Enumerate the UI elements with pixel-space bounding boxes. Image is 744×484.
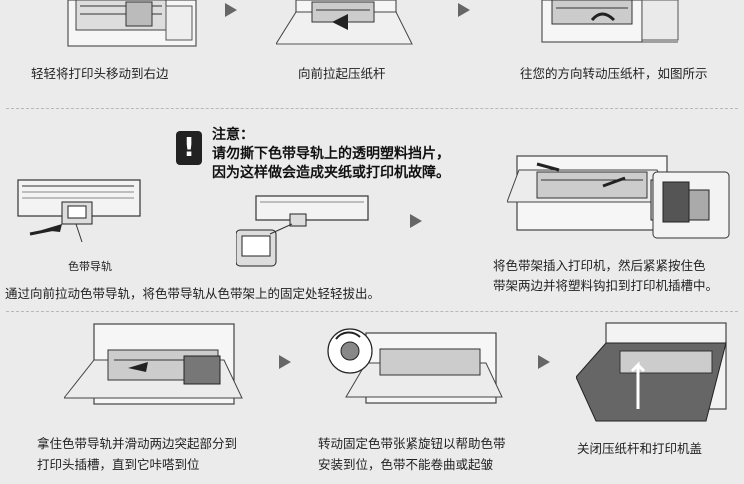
slide-guide-illustration bbox=[64, 320, 244, 424]
step-arrow bbox=[410, 214, 422, 228]
ribbon-guide-detail-illustration bbox=[236, 190, 372, 270]
printer-insert-cartridge-illustration bbox=[507, 146, 737, 250]
ribbon-cartridge-illustration bbox=[14, 172, 144, 246]
insert-cartridge-caption-line1: 将色带架插入打印机，然后紧紧按住色 bbox=[493, 258, 706, 273]
section-divider bbox=[6, 108, 738, 109]
close-cover-caption: 关闭压纸杆和打印机盖 bbox=[577, 441, 703, 456]
tension-knob-caption-line2: 安装到位，色带不能卷曲或起皱 bbox=[318, 457, 494, 472]
printer-illustration-step2 bbox=[276, 0, 416, 56]
step3-caption: 往您的方向转动压纸杆，如图所示 bbox=[520, 66, 708, 81]
step-arrow bbox=[458, 3, 470, 17]
close-cover-illustration bbox=[576, 321, 736, 423]
notice-title: 注意： bbox=[212, 127, 254, 143]
printer-illustration-step3 bbox=[532, 0, 682, 56]
section-divider bbox=[6, 311, 738, 312]
notice-line2: 因为这样做会造成夹纸或打印机故障。 bbox=[212, 165, 450, 181]
step-arrow bbox=[225, 3, 237, 17]
step1-caption: 轻轻将打印头移动到右边 bbox=[31, 66, 169, 81]
exclamation-icon: ! bbox=[176, 131, 202, 165]
insert-cartridge-caption-line2: 带架两边并将塑料钩扣到打印机插槽中。 bbox=[493, 278, 719, 293]
printer-illustration-step1 bbox=[66, 0, 198, 52]
step-arrow bbox=[538, 355, 550, 369]
notice-text: 注意： 请勿撕下色带导轨上的透明塑料挡片， 因为这样做会造成夹纸或打印机故障。 bbox=[212, 126, 450, 183]
step-arrow bbox=[279, 355, 291, 369]
step2-caption: 向前拉起压纸杆 bbox=[298, 66, 386, 81]
tension-knob-caption-line1: 转动固定色带张紧旋钮以帮助色带 bbox=[318, 436, 506, 451]
slide-guide-caption-line2: 打印头插槽，直到它咔嗒到位 bbox=[37, 457, 200, 472]
remove-guide-caption: 通过向前拉动色带导轨，将色带导轨从色带架上的固定处轻轻拔出。 bbox=[5, 286, 381, 301]
notice-line1: 请勿撕下色带导轨上的透明塑料挡片， bbox=[212, 146, 450, 162]
slide-guide-caption-line1: 拿住色带导轨并滑动两边突起部分到 bbox=[37, 436, 238, 451]
tension-knob-illustration bbox=[326, 323, 504, 423]
ribbon-guide-label: 色带导轨 bbox=[68, 260, 112, 273]
